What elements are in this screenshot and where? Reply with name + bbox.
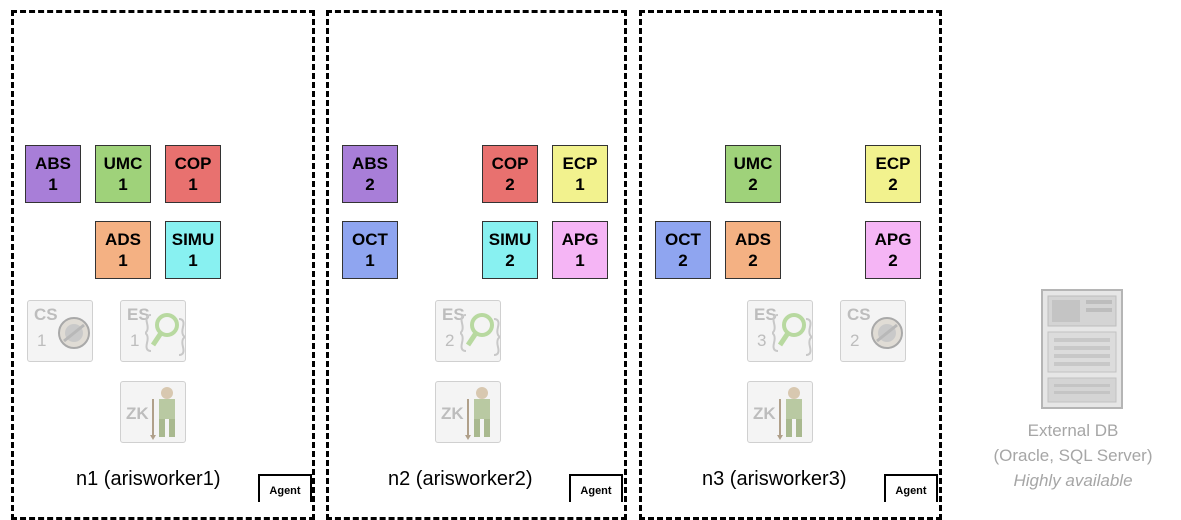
agent-box-n2: Agent: [569, 474, 623, 502]
infra-code: ES: [442, 305, 465, 324]
infra-es-n2: ES 2: [435, 300, 501, 362]
node-label-n2: n2 (arisworker2): [388, 468, 533, 490]
infra-code: ZK: [126, 404, 149, 423]
service-instance: 1: [188, 175, 198, 194]
service-code: APG: [561, 230, 599, 249]
service-code: ABS: [352, 154, 388, 173]
service-code: COP: [491, 154, 529, 173]
infra-cs-n1: CS 1: [27, 300, 93, 362]
service-umc-n3: UMC 2: [725, 145, 781, 203]
infra-zk-n2: ZK: [435, 381, 501, 443]
external-db-title: External DB: [1027, 421, 1119, 440]
magnifier-icon: [772, 313, 812, 356]
agent-box-n1: Agent: [258, 474, 312, 502]
server-rack-icon: [1041, 289, 1123, 409]
service-code: SIMU: [171, 230, 215, 249]
service-instance: 2: [505, 251, 515, 270]
node-label-n1: n1 (arisworker1): [76, 468, 221, 490]
service-ads-n1: ADS 1: [95, 221, 151, 279]
service-apg-n2: APG 1: [552, 221, 608, 279]
service-ecp-n3: ECP 2: [865, 145, 921, 203]
service-code: UMC: [103, 154, 143, 173]
service-code: ECP: [562, 154, 598, 173]
infra-instance: 2: [850, 331, 860, 350]
service-instance: 2: [888, 175, 898, 194]
infra-code: CS: [34, 305, 58, 324]
infra-code: CS: [847, 305, 871, 324]
infra-es-n3: ES 3: [747, 300, 813, 362]
service-code: SIMU: [488, 230, 532, 249]
service-code: OCT: [665, 230, 701, 249]
cloudsearch-badge-icon: [58, 317, 90, 349]
infra-instance: 1: [37, 331, 47, 350]
service-instance: 2: [505, 175, 515, 194]
service-apg-n3: APG 2: [865, 221, 921, 279]
service-instance: 1: [575, 251, 585, 270]
service-instance: 1: [188, 251, 198, 270]
service-instance: 2: [888, 251, 898, 270]
service-oct-n2: OCT 1: [342, 221, 398, 279]
zookeeper-figure-icon: [465, 387, 490, 440]
infra-code: ES: [754, 305, 777, 324]
service-instance: 2: [365, 175, 375, 194]
service-code: ABS: [35, 154, 71, 173]
service-instance: 2: [748, 175, 758, 194]
magnifier-icon: [460, 313, 500, 356]
service-code: ECP: [875, 154, 911, 173]
service-code: COP: [174, 154, 212, 173]
service-code: OCT: [352, 230, 388, 249]
infra-code: ES: [127, 305, 150, 324]
service-abs-n2: ABS 2: [342, 145, 398, 203]
service-code: UMC: [733, 154, 773, 173]
service-cop-n1: COP 1: [165, 145, 221, 203]
service-abs-n1: ABS 1: [25, 145, 81, 203]
service-oct-n3: OCT 2: [655, 221, 711, 279]
magnifier-icon: [145, 313, 185, 356]
service-code: ADS: [105, 230, 141, 249]
service-instance: 1: [365, 251, 375, 270]
service-code: ADS: [735, 230, 771, 249]
external-db-availability: Highly available: [1013, 471, 1133, 490]
service-code: APG: [874, 230, 912, 249]
service-instance: 2: [748, 251, 758, 270]
service-simu-n1: SIMU 1: [165, 221, 221, 279]
service-instance: 1: [118, 251, 128, 270]
infra-instance: 1: [130, 331, 140, 350]
external-db-vendors: (Oracle, SQL Server): [993, 446, 1153, 465]
agent-box-n3: Agent: [884, 474, 938, 502]
service-instance: 1: [118, 175, 128, 194]
service-ads-n3: ADS 2: [725, 221, 781, 279]
service-ecp-n2: ECP 1: [552, 145, 608, 203]
service-cop-n2: COP 2: [482, 145, 538, 203]
zookeeper-figure-icon: [777, 387, 802, 440]
service-umc-n1: UMC 1: [95, 145, 151, 203]
infra-instance: 2: [445, 331, 455, 350]
infra-code: ZK: [753, 404, 776, 423]
zookeeper-figure-icon: [150, 387, 175, 440]
infra-instance: 3: [757, 331, 767, 350]
service-simu-n2: SIMU 2: [482, 221, 538, 279]
infra-cs-n3: CS 2: [840, 300, 906, 362]
cloudsearch-badge-icon: [871, 317, 903, 349]
node-container-n1: [11, 10, 315, 520]
infra-zk-n1: ZK: [120, 381, 186, 443]
infra-zk-n3: ZK: [747, 381, 813, 443]
infra-code: ZK: [441, 404, 464, 423]
service-instance: 1: [575, 175, 585, 194]
node-label-n3: n3 (arisworker3): [702, 468, 847, 490]
service-instance: 2: [678, 251, 688, 270]
service-instance: 1: [48, 175, 58, 194]
infra-es-n1: ES 1: [120, 300, 186, 362]
